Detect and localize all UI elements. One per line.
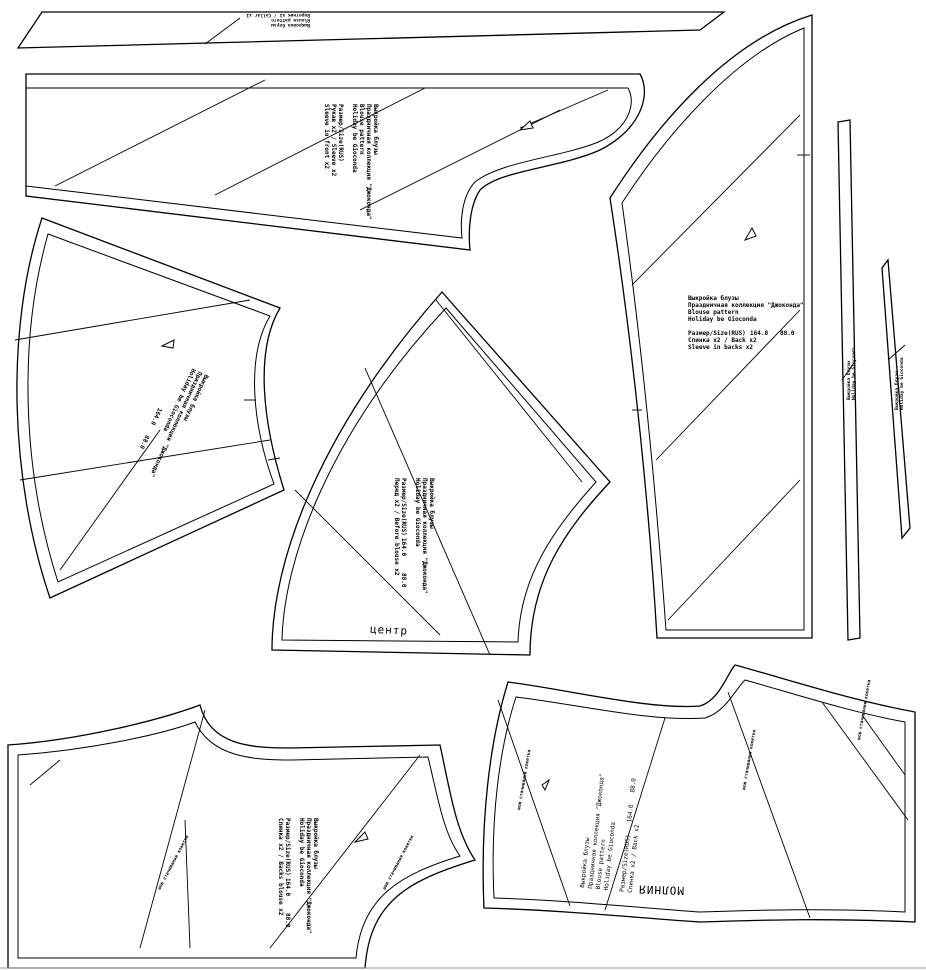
- center-marking: центр: [370, 623, 409, 638]
- sleeve-left-piece: Выкройка блузы Праздничная коллекция "Дж…: [14, 217, 285, 599]
- yoke-left-size-height: 164.0: [284, 878, 291, 896]
- back-tall-label-7: Sleeve in backs x2: [688, 344, 753, 351]
- back-tall-piece: Выкройка блузы Праздничная коллекция "Дж…: [609, 14, 813, 639]
- yoke-right-size-bust: 88.0: [629, 777, 638, 792]
- center-front-label-4: Размер/Size(RUS): [400, 478, 407, 536]
- collar-strip-label-3: Воротник x1 / Collar x1: [246, 12, 310, 18]
- center-front-label-1: Выкройка блузы: [428, 478, 435, 529]
- binding-strip-2: Выкройка блузы Holiday be Gioconda: [881, 258, 911, 540]
- sleeve-top-label-1: Выкройка блузы: [372, 104, 379, 155]
- sleeve-top-label-6: Рукав x2 / Sleeve x2: [330, 104, 337, 177]
- sleeve-top-piece: Выкройка блузы Праздничная коллекция "Дж…: [25, 73, 646, 251]
- sleeve-top-label-2: Праздничная коллекция "Джоконда": [365, 104, 372, 220]
- back-tall-label-1: Выкройка блузы: [688, 295, 739, 302]
- yoke-left-label-5: Спинка x2 / Backs blouse x2: [277, 818, 284, 916]
- back-tall-label-5: Размер/Size(RUS): [688, 330, 746, 337]
- collar-strip-label-2: Blouse pattern: [271, 17, 310, 23]
- yoke-left-size-bust: 88.0: [284, 913, 291, 928]
- back-tall-label-4: Holiday be Gioconda: [688, 316, 757, 323]
- yoke-left-piece: Выкройка блузы Праздничная коллекция "Дж…: [7, 704, 477, 969]
- collar-strip-label-1: Выкройка блузы: [271, 22, 310, 29]
- center-front-label-3: Holiday be Gioconda: [414, 478, 421, 547]
- center-front-size-bust: 88.0: [400, 573, 407, 588]
- sleeve-top-label-7: Sleeve in front x2: [323, 104, 330, 169]
- back-tall-label-3: Blouse pattern: [688, 309, 739, 316]
- binding-strip-1-label-2: Holiday be Gioconda: [851, 347, 857, 400]
- center-front-piece: Выкройка блузы Праздничная коллекция "Дж…: [271, 291, 611, 656]
- binding-strip-1-label-1: Выкройка блузы: [845, 361, 852, 400]
- binding-strip-2-label-2: Holiday be Gioconda: [899, 357, 905, 410]
- collar-strip-piece: Выкройка блузы Blouse pattern Воротник x…: [16, 11, 726, 49]
- back-tall-label-6: Спинка x2 / Back x2: [688, 337, 757, 344]
- back-tall-size-height: 164.0: [750, 330, 768, 337]
- sleeve-top-label-3: Blouse pattern: [358, 104, 365, 155]
- yoke-right-size-height: 164.0: [626, 804, 635, 823]
- yoke-left-label-1: Выкройка блузы: [312, 818, 319, 869]
- back-tall-size-bust: 88.0: [780, 330, 795, 337]
- sleeve-top-label-5: Размер/Size(RUS): [337, 104, 344, 162]
- yoke-left-label-4: Размер/Size(RUS): [284, 818, 291, 876]
- binding-strip-1: Выкройка блузы Holiday be Gioconda: [837, 119, 861, 641]
- binding-strip-2-label-1: Выкройка блузы: [893, 371, 900, 410]
- yoke-left-label-3: Holiday be Gioconda: [298, 818, 305, 887]
- back-tall-label-2: Праздничная коллекция "Джоконда": [688, 302, 804, 309]
- sleeve-top-label-4: Holiday be Gioconda: [351, 104, 358, 173]
- yoke-left-label-2: Праздничная коллекция "Джоконда": [305, 818, 312, 934]
- middle-marking: МОЛНИЯ: [638, 882, 684, 897]
- yoke-right-piece: Выкройка блузы Праздничная коллекция "Дж…: [482, 664, 916, 923]
- center-front-size-height: 164.0: [400, 538, 407, 556]
- center-front-label-5: Перед x2 / Before blouse x2: [393, 478, 400, 576]
- center-front-label-2: Праздничная коллекция "Джоконда": [421, 478, 428, 594]
